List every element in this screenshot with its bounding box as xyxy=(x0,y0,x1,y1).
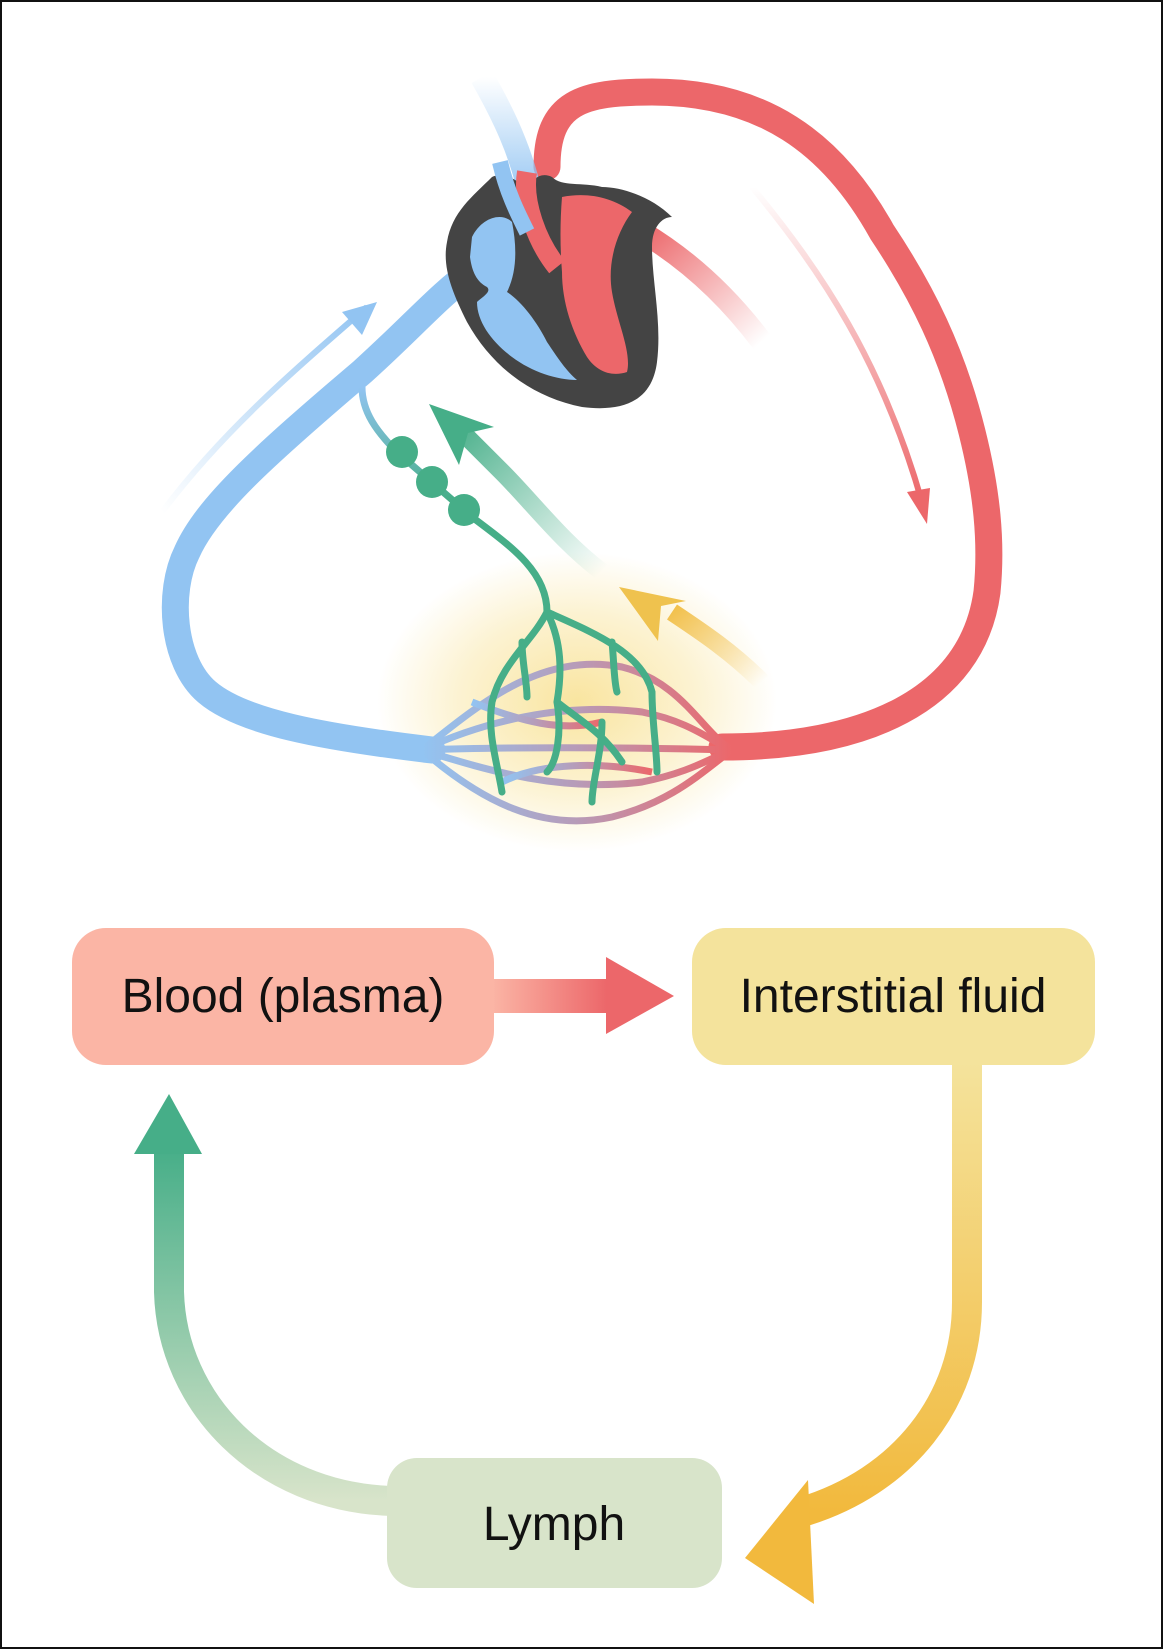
lymph-capillaries xyxy=(487,608,661,806)
lymph-node-2 xyxy=(416,466,448,498)
heart-icon xyxy=(445,160,672,409)
interstitial-flow-arrow xyxy=(667,604,769,689)
venous-flow-arrowhead xyxy=(342,302,377,335)
tissue-glow xyxy=(377,552,777,852)
lymph-node-3 xyxy=(448,494,480,526)
node-lymph-label: Lymph xyxy=(483,1498,625,1551)
systemic-artery xyxy=(533,78,1003,761)
venous-flow-arrow xyxy=(159,304,369,514)
lymph-to-blood-arrowhead xyxy=(134,1094,202,1154)
interstitial-flow-arrowhead xyxy=(619,587,686,641)
node-interstitial: Interstitial fluid xyxy=(692,928,1095,1065)
lymph-flow-arrowhead xyxy=(429,404,494,465)
node-interstitial-label: Interstitial fluid xyxy=(740,970,1047,1023)
interstitial-to-lymph-arrowhead xyxy=(745,1480,814,1604)
systemic-flow-arrow xyxy=(749,185,925,503)
lymph-flow-arrow xyxy=(445,415,608,580)
node-blood: Blood (plasma) xyxy=(72,928,494,1065)
lymph-node-1 xyxy=(386,436,418,468)
interstitial-to-lymph-shaft xyxy=(797,1062,982,1527)
blood-to-interstitial-arrowhead xyxy=(606,957,674,1034)
node-blood-label: Blood (plasma) xyxy=(122,970,445,1023)
pulmonary-artery xyxy=(636,222,771,349)
lymph-to-blood-shaft xyxy=(154,1147,393,1516)
blood-to-interstitial-shaft xyxy=(492,979,607,1013)
systemic-flow-arrowhead xyxy=(907,488,930,524)
systemic-vein xyxy=(161,258,486,764)
node-lymph: Lymph xyxy=(387,1458,722,1588)
